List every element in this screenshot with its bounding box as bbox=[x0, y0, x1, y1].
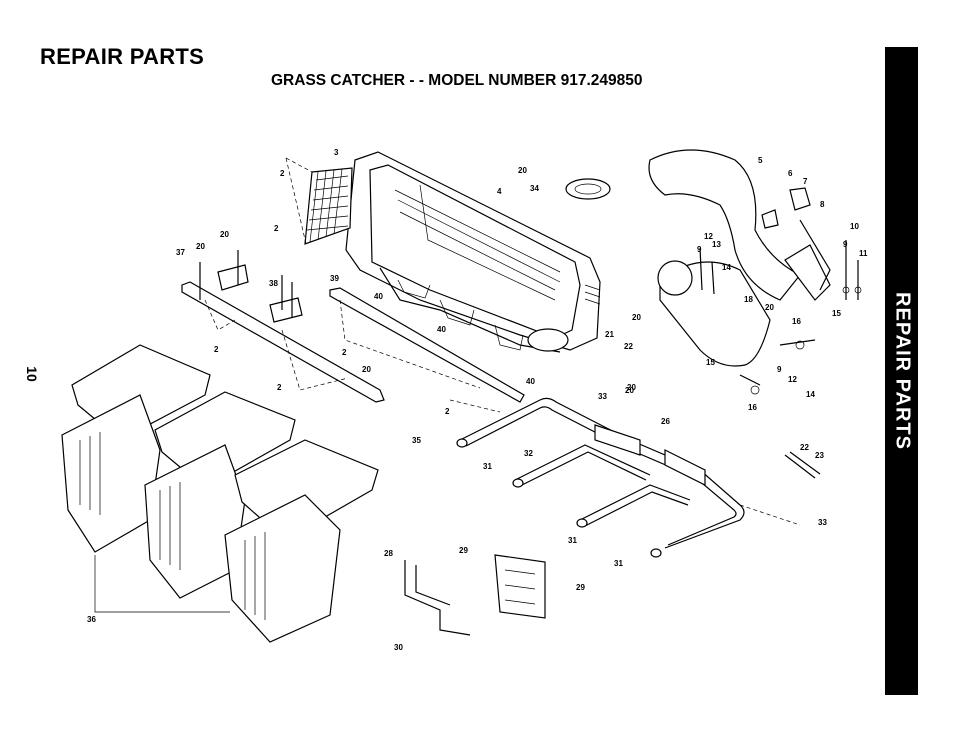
callout: 37 bbox=[176, 248, 185, 257]
callout: 20 bbox=[518, 166, 527, 175]
callout: 18 bbox=[744, 295, 753, 304]
callout: 21 bbox=[605, 330, 614, 339]
callout: 12 bbox=[788, 375, 797, 384]
callout: 22 bbox=[624, 342, 633, 351]
callout: 12 bbox=[704, 232, 713, 241]
callout: 2 bbox=[280, 169, 285, 178]
hood-illustration bbox=[345, 151, 601, 353]
callout: 15 bbox=[706, 358, 715, 367]
callout: 29 bbox=[459, 546, 468, 555]
callout: 14 bbox=[722, 263, 731, 272]
callout: 40 bbox=[437, 325, 446, 334]
hardware-illustration bbox=[699, 240, 862, 395]
callout: 4 bbox=[497, 187, 502, 196]
callout: 2 bbox=[214, 345, 219, 354]
callout: 2 bbox=[274, 224, 279, 233]
callout: 20 bbox=[625, 386, 634, 395]
callout: 31 bbox=[568, 536, 577, 545]
callout: 30 bbox=[394, 643, 403, 652]
side-tab: REPAIR PARTS bbox=[885, 47, 918, 695]
callout: 20 bbox=[220, 230, 229, 239]
screen-illustration bbox=[285, 157, 353, 245]
callout: 31 bbox=[483, 462, 492, 471]
callout: 11 bbox=[859, 249, 868, 258]
callout: 2 bbox=[342, 348, 347, 357]
callout: 20 bbox=[362, 365, 371, 374]
callout: 29 bbox=[576, 583, 585, 592]
ring-34-illustration bbox=[565, 178, 611, 200]
callout: 14 bbox=[806, 390, 815, 399]
callout: 28 bbox=[384, 549, 393, 558]
callout: 22 bbox=[800, 443, 809, 452]
callout: 7 bbox=[803, 177, 808, 186]
callout: 34 bbox=[530, 184, 539, 193]
callout: 36 bbox=[87, 615, 96, 624]
callout: 16 bbox=[792, 317, 801, 326]
callout: 33 bbox=[818, 518, 827, 527]
callout: 3 bbox=[334, 148, 339, 157]
callout: 9 bbox=[697, 245, 702, 254]
page-title: REPAIR PARTS bbox=[40, 44, 205, 69]
callout: 5 bbox=[758, 156, 763, 165]
callout: 20 bbox=[765, 303, 774, 312]
callout: 9 bbox=[843, 240, 848, 249]
callout: 20 bbox=[196, 242, 205, 251]
callout: 10 bbox=[850, 222, 859, 231]
page-subtitle: GRASS CATCHER - - MODEL NUMBER 917.24985… bbox=[271, 72, 643, 89]
rail-bracket-illustration bbox=[181, 250, 525, 413]
callout-labels: 2 3 20 34 4 5 6 7 8 10 9 11 2 20 37 20 1… bbox=[87, 148, 868, 652]
callout: 35 bbox=[412, 436, 421, 445]
callout: 16 bbox=[748, 403, 757, 412]
callout: 26 bbox=[661, 417, 670, 426]
callout: 2 bbox=[445, 407, 450, 416]
callout: 40 bbox=[526, 377, 535, 386]
chute-illustration bbox=[648, 149, 831, 367]
frame-illustration bbox=[456, 397, 821, 558]
callout: 38 bbox=[269, 279, 278, 288]
callout: 6 bbox=[788, 169, 793, 178]
callout: 20 bbox=[632, 313, 641, 322]
callout: 13 bbox=[712, 240, 721, 249]
callout: 9 bbox=[777, 365, 782, 374]
baskets-illustration bbox=[61, 344, 379, 643]
callout: 32 bbox=[524, 449, 533, 458]
callout: 31 bbox=[614, 559, 623, 568]
callout: 15 bbox=[832, 309, 841, 318]
callout: 8 bbox=[820, 200, 825, 209]
callout: 33 bbox=[598, 392, 607, 401]
callout: 20 bbox=[627, 383, 636, 392]
callout: 2 bbox=[277, 383, 282, 392]
callout: 40 bbox=[374, 292, 383, 301]
lower-bracket-illustration bbox=[404, 554, 546, 636]
callout: 23 bbox=[815, 451, 824, 460]
callout: 39 bbox=[330, 274, 339, 283]
